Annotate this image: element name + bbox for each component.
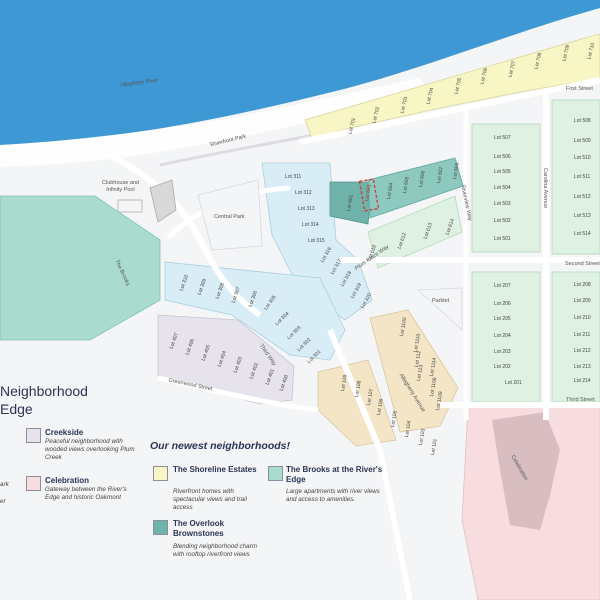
overlook-description: Blending neighborhood charm with rooftop…	[173, 543, 258, 558]
lot-label[interactable]: Lot 504	[494, 185, 511, 191]
lot-label[interactable]: Lot 311	[285, 174, 302, 180]
legend-title-line1: Neighborhood	[0, 383, 88, 399]
clubhouse-label-line2: Infinity Pool	[106, 187, 135, 193]
lot-label[interactable]: Lot 505	[494, 169, 511, 175]
celebration-swatch	[26, 476, 41, 491]
river	[0, 0, 600, 145]
greenwood-street-road	[157, 375, 319, 413]
lot-label[interactable]: Lot 507	[494, 135, 511, 141]
lot-label[interactable]: Lot 512	[574, 194, 591, 200]
lot-label[interactable]: Lot 207	[494, 283, 511, 289]
riverbank	[0, 78, 430, 167]
lot-label[interactable]: Lot 202	[494, 364, 511, 370]
lot-label[interactable]: Lot 312	[295, 190, 312, 196]
lilac-area	[157, 314, 295, 405]
lot-label[interactable]: Lot 508	[574, 118, 591, 124]
creekside-heading: Creekside	[45, 428, 84, 437]
lot-label[interactable]: Lot 205	[494, 316, 511, 322]
creekside-description: Peaceful neighborhood with wooded views …	[45, 438, 135, 461]
road-main-curve	[98, 147, 262, 318]
lot-label[interactable]: Lot 501	[494, 236, 511, 242]
green-area-riverview	[367, 195, 463, 269]
lot-label[interactable]: Lot 511	[574, 174, 591, 180]
overlook-brownstones-east	[367, 157, 464, 219]
cropped-text-er: er	[0, 498, 6, 505]
lot-label[interactable]: Lot 203	[494, 349, 511, 355]
green-area-east-1	[471, 123, 541, 253]
brooks-area	[0, 195, 161, 341]
lot-label[interactable]: Lot 214	[574, 378, 591, 384]
brooks-swatch	[268, 466, 283, 481]
central-park-area	[197, 179, 263, 251]
parklet-area	[417, 287, 463, 331]
lot-label[interactable]: Lot 210	[574, 315, 591, 321]
lot-label[interactable]: Lot 213	[574, 364, 591, 370]
celebration-buildings	[492, 412, 560, 530]
shoreline-description: Riverfront homes with spectacular views …	[173, 488, 247, 511]
lot-label[interactable]: Lot 510	[574, 155, 591, 161]
lot-label[interactable]: Lot 208	[574, 282, 591, 288]
allegheny-avenue-road	[327, 328, 413, 600]
lot-label[interactable]: Lot 506	[494, 154, 511, 160]
cropped-text-ark: ark	[0, 481, 9, 488]
brooks-heading: The Brooks at the River's Edge	[286, 465, 383, 484]
lot-label[interactable]: Lot 206	[494, 301, 511, 307]
celebration-heading: Celebration	[45, 476, 90, 485]
lot-label[interactable]: Lot 209	[574, 298, 591, 304]
carolina-avenue-label: Carolina Avenue	[542, 167, 549, 209]
lot-label[interactable]: Lot 513	[574, 213, 591, 219]
overlook-heading: The Overlook Brownstones	[173, 519, 225, 538]
lot-label[interactable]: Lot 313	[298, 206, 315, 212]
shoreline-heading: The Shoreline Estates	[173, 465, 257, 474]
lot-label[interactable]: Lot 314	[302, 222, 319, 228]
lot-label[interactable]: Lot 502	[494, 218, 511, 224]
lot-label[interactable]: Lot 204	[494, 333, 511, 339]
lot-label[interactable]: Lot 514	[574, 231, 591, 237]
green-area-east-2	[551, 99, 600, 255]
shoreline-swatch	[153, 466, 168, 481]
lot-label[interactable]: Lot 201	[505, 380, 522, 386]
legend-section-title: Neighborhood Edge	[0, 382, 88, 418]
green-area-east-4	[551, 271, 600, 403]
highlighted-lot-outline	[358, 178, 380, 212]
central-park-label: Central Park	[214, 214, 245, 220]
lot-label[interactable]: Lot 503	[494, 201, 511, 207]
lot-label[interactable]: Lot 509	[574, 138, 591, 144]
legend-title-line2: Edge	[0, 401, 33, 417]
first-street-label: First Street	[566, 86, 593, 92]
lot-label[interactable]: Lot 211	[574, 332, 591, 338]
green-area-east-3	[471, 271, 541, 403]
clubhouse-building	[117, 199, 143, 213]
creekside-swatch	[26, 428, 41, 443]
first-street-road	[299, 77, 600, 145]
newest-neighborhoods-title: Our newest neighborhoods!	[150, 440, 291, 452]
clubhouse-label-line1: Clubhouse and	[102, 180, 140, 186]
lot-label[interactable]: Lot 315	[308, 238, 325, 244]
overlook-swatch	[153, 520, 168, 535]
brooks-description: Large apartments with river views and ac…	[286, 488, 380, 503]
lot-label[interactable]: Lot 212	[574, 348, 591, 354]
parklet-label: Parklet	[432, 298, 450, 304]
second-street-label: Second Street	[565, 261, 600, 267]
infinity-pool	[149, 179, 177, 223]
celebration-description: Gateway between the River's Edge and his…	[45, 486, 127, 501]
third-street-label: Third Street	[566, 397, 595, 403]
